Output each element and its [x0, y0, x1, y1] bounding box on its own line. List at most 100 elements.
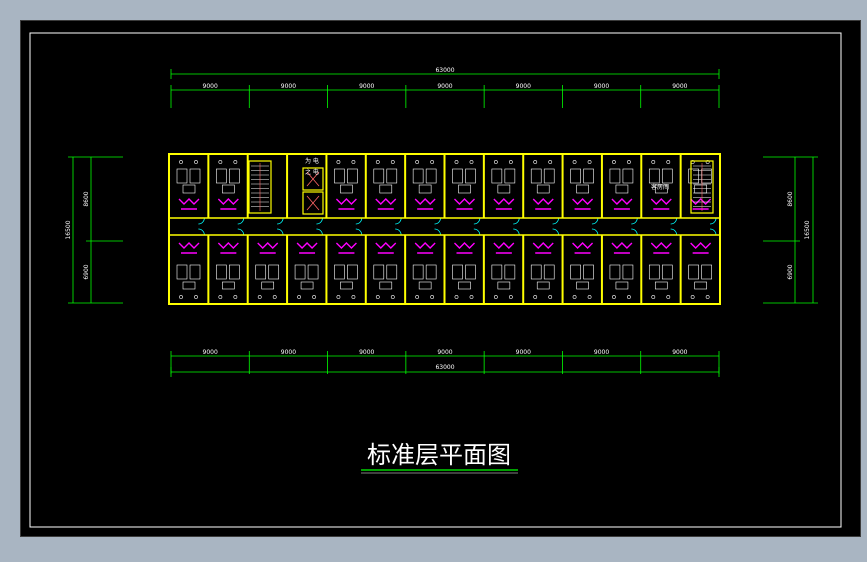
bed: [701, 264, 712, 280]
table: [497, 184, 511, 194]
dim-right-total: 16500: [804, 220, 811, 239]
table: [576, 184, 589, 194]
bed: [609, 264, 621, 280]
table: [654, 281, 668, 290]
lamp: [312, 295, 316, 299]
bed: [609, 168, 621, 184]
dim-right-upper: 8600: [787, 191, 794, 206]
table: [418, 281, 432, 290]
dim-total-bottom: 63000: [435, 364, 454, 371]
bed: [189, 264, 201, 280]
lamp: [194, 160, 198, 164]
bed: [648, 264, 660, 280]
door-swing: [434, 217, 441, 225]
table: [536, 281, 550, 290]
lamp: [627, 295, 631, 299]
lamp: [430, 160, 435, 164]
lamp: [218, 160, 223, 164]
bed: [189, 168, 201, 184]
bed: [491, 168, 503, 184]
bed: [452, 264, 463, 280]
bed: [425, 168, 437, 184]
bed: [570, 168, 581, 184]
elevator-label-top: 为 电: [305, 157, 319, 165]
bed: [334, 168, 345, 184]
dim-left-upper: 8600: [83, 191, 90, 206]
bed: [701, 168, 712, 184]
lamp: [705, 160, 710, 164]
door-swing: [591, 217, 599, 225]
bathroom-fixture: [650, 198, 672, 210]
door-swing: [670, 228, 678, 236]
bed: [530, 168, 542, 184]
bed: [373, 264, 385, 280]
bed: [425, 264, 437, 280]
bathroom-fixture: [454, 242, 475, 254]
dim-total-top: 63000: [435, 67, 454, 74]
bed: [373, 168, 385, 184]
table: [261, 281, 275, 290]
lamp: [351, 295, 356, 299]
bed: [229, 168, 240, 184]
building-plan: 为 电 之 电 客房间: [168, 153, 721, 305]
door-swing: [316, 228, 323, 236]
bathroom-fixture: [217, 198, 239, 210]
table: [615, 281, 629, 290]
lamp: [533, 295, 538, 299]
lamp: [666, 295, 671, 299]
door-swing: [552, 217, 559, 225]
table: [694, 184, 707, 194]
bed: [622, 264, 634, 280]
bed: [412, 168, 424, 184]
lamp: [454, 160, 459, 164]
door-swing: [473, 217, 481, 225]
bathroom-fixture: [257, 242, 279, 254]
lamp: [430, 295, 435, 299]
lamp: [587, 160, 592, 164]
bed: [412, 264, 424, 280]
lamp: [390, 160, 395, 164]
bed: [688, 264, 699, 280]
lamp: [508, 295, 513, 299]
table: [694, 281, 707, 290]
lamp: [651, 160, 656, 164]
bed: [504, 168, 516, 184]
door-swing: [709, 228, 717, 236]
bathroom-fixture: [454, 198, 475, 210]
door-swing: [277, 228, 284, 236]
bed: [661, 168, 673, 184]
door-swing: [355, 228, 363, 236]
bed: [583, 168, 594, 184]
bed: [661, 264, 673, 280]
table: [300, 281, 314, 290]
table: [536, 184, 550, 194]
door-swing: [198, 217, 205, 225]
dim-bottom-bay-label: 9000: [437, 349, 452, 356]
bed: [465, 264, 476, 280]
bathroom-fixture: [493, 242, 515, 254]
bathroom-fixture: [178, 242, 200, 254]
bathroom-fixture: [532, 198, 554, 210]
bed: [570, 264, 581, 280]
dim-bottom-bay-label: 9000: [359, 349, 374, 356]
lamp: [572, 295, 577, 299]
table: [340, 281, 353, 290]
table: [222, 281, 235, 290]
lamp: [627, 160, 631, 164]
door-swing: [316, 217, 323, 225]
lamp: [493, 160, 498, 164]
furniture-layer: [176, 160, 712, 299]
lamp: [493, 295, 498, 299]
dim-bottom-bay-label: 9000: [672, 349, 687, 356]
door-swing: [513, 217, 520, 225]
lamp: [587, 295, 592, 299]
door-swing: [473, 228, 481, 236]
bathroom-fixture: [414, 198, 436, 210]
bathroom-fixture: [690, 242, 712, 254]
door-swing: [591, 228, 599, 236]
bathroom-fixture: [611, 242, 633, 254]
bed: [543, 168, 555, 184]
bed: [583, 264, 594, 280]
